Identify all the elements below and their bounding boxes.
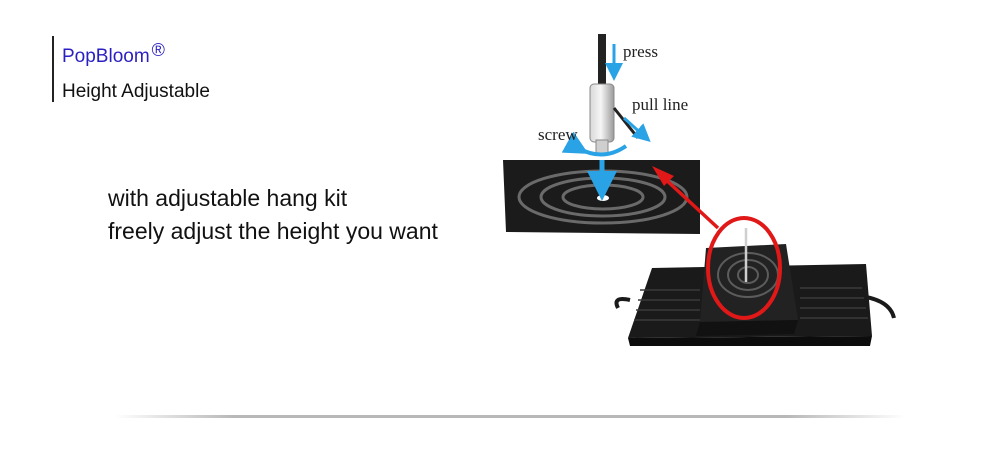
pull-line-label: pull line [632,95,688,114]
feature-description: with adjustable hang kit freely adjust t… [108,182,438,248]
press-label: press [623,42,658,61]
grow-light-device [614,228,896,346]
highlight-arrow [652,166,720,230]
hanging-cable [598,34,606,86]
screw-label: screw [538,125,578,144]
bottom-divider [115,415,905,418]
cable-adjuster [589,83,640,155]
screw-arrow [561,131,628,157]
pull-line-arrow [622,116,651,143]
highlight-circle [706,216,782,320]
brand-tagline: Height Adjustable [62,81,210,102]
description-line-2: freely adjust the height you want [108,218,438,244]
brand-name: PopBloom® [62,36,210,71]
registered-mark: ® [151,40,165,60]
brand-name-text: PopBloom [62,46,150,67]
brand-block: PopBloom® Height Adjustable [52,36,210,102]
description-line-1: with adjustable hang kit [108,185,348,211]
